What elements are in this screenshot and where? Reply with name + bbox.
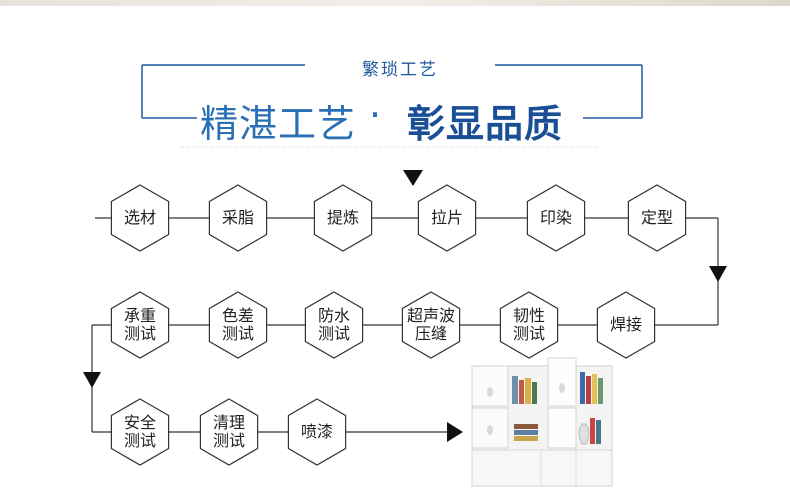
cabinet-image	[471, 357, 613, 487]
step-label: 韧性测试	[494, 307, 564, 343]
book	[580, 372, 585, 404]
step-label-line: 印染	[539, 208, 572, 227]
step-label: 喷漆	[282, 423, 352, 441]
step-label-line: 承重	[123, 306, 156, 325]
step-label: 色差测试	[203, 307, 273, 343]
step-label: 拉片	[412, 209, 482, 227]
step-label: 安全测试	[105, 414, 175, 450]
step-label: 焊接	[591, 316, 661, 334]
step-label-line: 清理	[212, 413, 245, 432]
step-label-line: 测试	[221, 324, 254, 343]
arrow-down-right	[709, 266, 727, 282]
step-label-line: 测试	[512, 324, 545, 343]
step-label-line: 拉片	[430, 208, 463, 227]
book	[514, 430, 538, 435]
step-label: 定型	[622, 209, 692, 227]
step-hexagon	[110, 184, 170, 252]
title-frame	[141, 64, 643, 119]
step-label-line: 选材	[123, 208, 156, 227]
step-hexagon	[199, 398, 259, 466]
step-hexagon	[208, 184, 268, 252]
step-label: 超声波压缝	[396, 307, 466, 343]
header-title-emphasis: 彰显品质	[407, 102, 564, 146]
step-label-line: 焊接	[609, 315, 642, 334]
step-hexagon	[304, 291, 364, 359]
step-hexagon	[401, 291, 461, 359]
step-label-line: 测试	[317, 324, 350, 343]
start-arrow	[403, 170, 423, 186]
step-label: 防水测试	[299, 307, 369, 343]
top-decorative-strip	[0, 0, 790, 6]
step-hexagon	[313, 184, 373, 252]
step-label: 印染	[521, 209, 591, 227]
step-label-line: 色差	[221, 306, 254, 325]
cabinet-door-mid-right	[547, 407, 577, 449]
step-label-line: 测试	[123, 324, 156, 343]
step-hexagon	[417, 184, 477, 252]
step-label-line: 测试	[212, 431, 245, 450]
step-label-line: 提炼	[326, 208, 359, 227]
hexagon-layer	[110, 184, 687, 466]
cabinet-door-top-right	[547, 357, 577, 407]
arrow-end-right	[447, 422, 463, 442]
step-hexagon	[627, 184, 687, 252]
step-label: 清理测试	[194, 414, 264, 450]
door-handle	[559, 383, 565, 393]
header-title-separator: ·	[369, 93, 382, 137]
book	[519, 380, 524, 404]
step-label-line: 喷漆	[300, 422, 333, 441]
step-label-line: 定型	[640, 208, 673, 227]
step-label-line: 测试	[123, 431, 156, 450]
book	[514, 424, 538, 429]
header-subtitle: 繁琐工艺	[362, 60, 438, 80]
step-hexagon	[499, 291, 559, 359]
step-hexagon	[287, 398, 347, 466]
book	[598, 378, 603, 404]
step-label: 承重测试	[105, 307, 175, 343]
step-label: 选材	[105, 209, 175, 227]
door-handle	[487, 425, 493, 435]
step-label-line: 防水	[317, 306, 350, 325]
book	[532, 382, 537, 404]
book	[512, 376, 518, 404]
step-label-line: 安全	[123, 413, 156, 432]
step-hexagon	[596, 291, 656, 359]
book	[586, 376, 591, 404]
step-label-line: 采脂	[221, 208, 254, 227]
book	[592, 374, 597, 404]
step-hexagon	[110, 398, 170, 466]
step-label: 提炼	[308, 209, 378, 227]
step-label-line: 韧性	[512, 306, 545, 325]
cabinet-door-bottom	[471, 449, 613, 487]
step-hexagon	[208, 291, 268, 359]
step-label: 采脂	[203, 209, 273, 227]
book	[596, 420, 601, 444]
vase-decoration	[578, 423, 590, 445]
book	[590, 418, 595, 444]
step-hexagon	[110, 291, 170, 359]
header-title-main: 精湛工艺	[200, 102, 357, 146]
book	[514, 436, 538, 441]
arrow-down-left	[83, 372, 101, 388]
step-label-line: 超声波	[406, 306, 455, 325]
step-label-line: 压缝	[414, 324, 447, 343]
step-hexagon	[526, 184, 586, 252]
cabinet-door-top-left	[471, 365, 509, 407]
door-handle	[487, 387, 493, 397]
book	[525, 378, 531, 404]
